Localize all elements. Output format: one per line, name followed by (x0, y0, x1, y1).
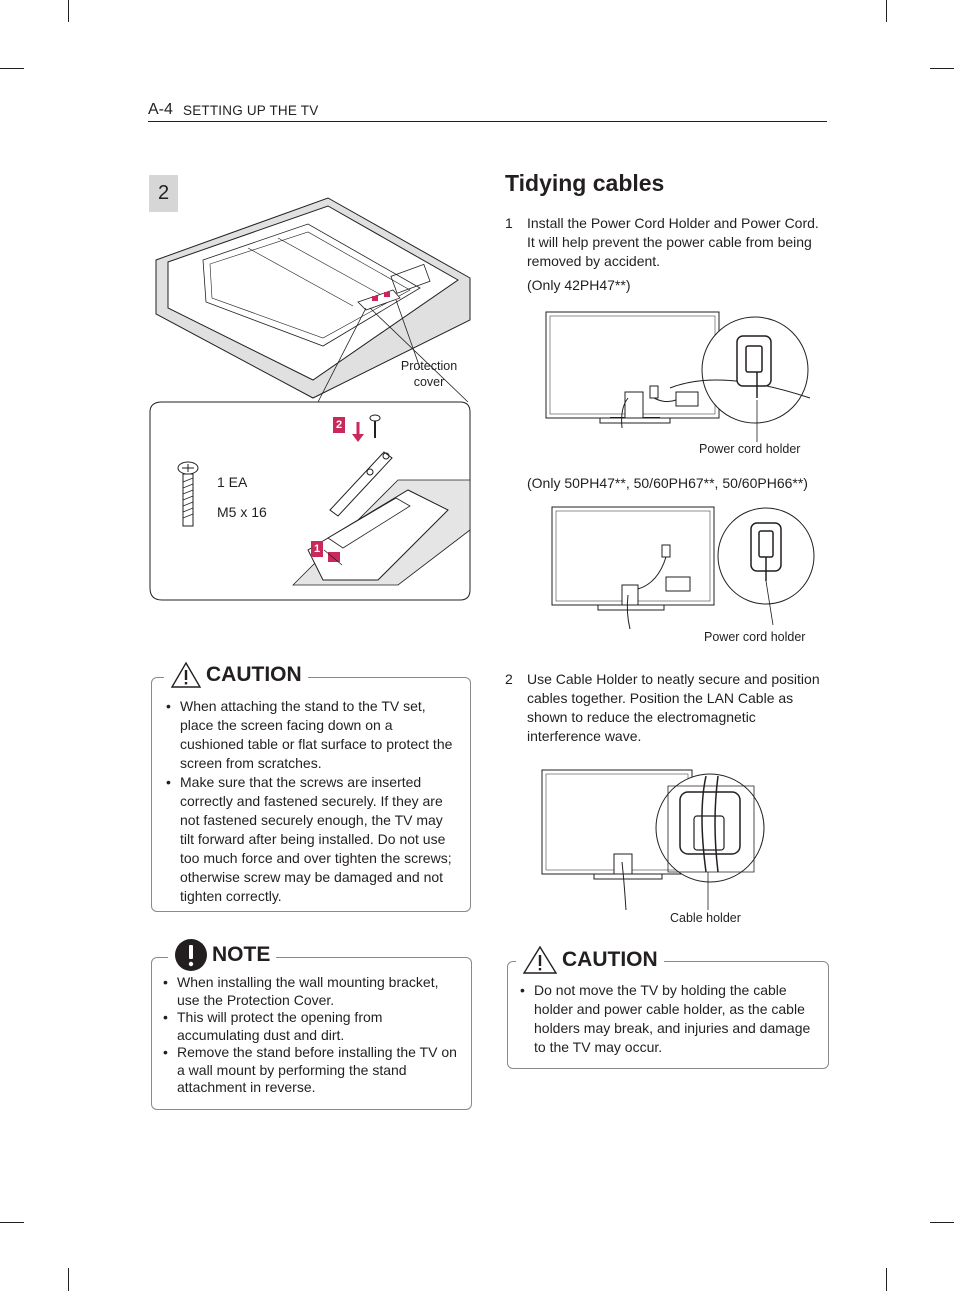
screw-qty: 1 EA (217, 474, 248, 490)
list-item: Remove the stand before installing the T… (163, 1044, 463, 1097)
crop-mark (68, 1268, 69, 1291)
protection-cover-label: Protection cover (400, 359, 458, 389)
model-note-a: (Only 42PH47**) (527, 277, 631, 293)
step-1-text: Install the Power Cord Holder and Power … (527, 215, 819, 269)
screw-icon (177, 461, 199, 527)
warning-triangle-icon (170, 661, 202, 688)
header-rule (148, 121, 827, 122)
power-cord-holder-figure-2 (551, 506, 815, 630)
list-item: This will protect the opening from accum… (163, 1009, 463, 1044)
fig3-label: Cable holder (670, 911, 741, 925)
note-list: When installing the wall mounting bracke… (163, 974, 463, 1097)
caution-list-left: When attaching the stand to the TV set, … (166, 697, 460, 906)
power-cord-holder-figure-1 (545, 311, 811, 442)
fig2-label: Power cord holder (704, 630, 806, 644)
note-label: NOTE (212, 943, 271, 966)
model-note-b: (Only 50PH47**, 50/60PH67**, 50/60PH66**… (527, 475, 808, 491)
crop-mark (0, 1222, 24, 1223)
page-number: A-4 (148, 101, 173, 118)
step-1-number: 1 (505, 215, 513, 231)
step-2-text: Use Cable Holder to neatly secure and po… (527, 671, 820, 744)
screw-size: M5 x 16 (217, 504, 267, 520)
tv-stand-figure (149, 197, 471, 601)
fig1-label: Power cord holder (699, 442, 801, 456)
crop-mark (930, 68, 954, 69)
crop-mark (886, 0, 887, 22)
crop-mark (68, 0, 69, 22)
cable-holder-figure (541, 769, 765, 911)
step-2-number: 2 (505, 671, 513, 687)
caution-header-left: CAUTION (164, 661, 308, 689)
note-header: NOTE (168, 938, 277, 972)
marker-2: 2 (333, 417, 345, 433)
marker-1: 1 (311, 541, 323, 557)
exclamation-circle-icon (175, 939, 207, 971)
step-badge: 2 (149, 175, 178, 212)
crop-mark (930, 1222, 954, 1223)
caution-label: CAUTION (206, 663, 302, 686)
list-item: Do not move the TV by holding the cable … (520, 981, 818, 1057)
crop-mark (0, 68, 24, 69)
caution-label: CAUTION (562, 948, 658, 971)
list-item: When attaching the stand to the TV set, … (166, 697, 460, 773)
list-item: When installing the wall mounting bracke… (163, 974, 463, 1009)
warning-triangle-icon (522, 945, 558, 974)
caution-list-right: Do not move the TV by holding the cable … (520, 981, 818, 1057)
list-item: Make sure that the screws are inserted c… (166, 773, 460, 906)
section-heading: Tidying cables (505, 170, 665, 196)
caution-header-right: CAUTION (516, 945, 664, 975)
crop-mark (886, 1268, 887, 1291)
section-title: SETTING UP THE TV (183, 103, 319, 118)
